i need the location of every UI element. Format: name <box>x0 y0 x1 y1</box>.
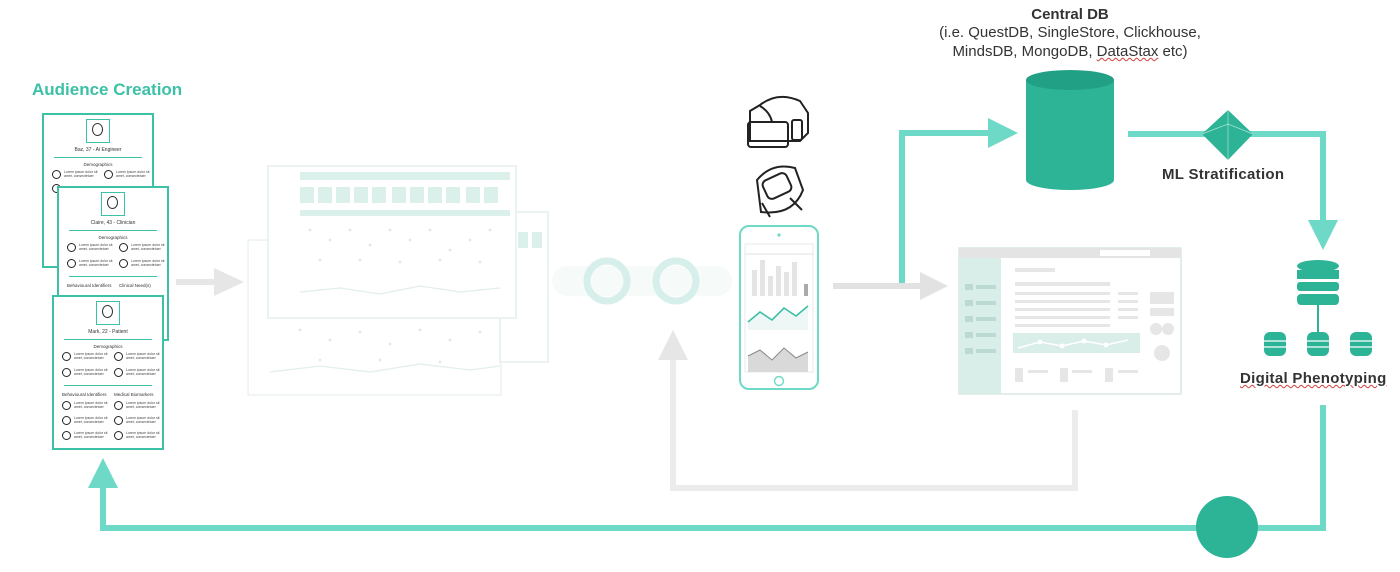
section-medical-biomarkers: Medical Biomarkers <box>114 392 154 397</box>
phenotyping-network-icon <box>1264 260 1372 356</box>
arrow-to-dashboard <box>833 272 948 300</box>
audience-creation-title: Audience Creation <box>32 80 182 100</box>
smartwatch-icon <box>757 167 803 218</box>
persona-name: Mark, 22 - Patient <box>54 329 162 335</box>
vr-headset-icon <box>748 97 808 147</box>
loop-back-to-audience <box>88 405 1323 558</box>
avatar-icon <box>96 301 120 325</box>
section-demographics: Demographics <box>54 344 162 349</box>
ring-connector-ghost <box>552 261 732 301</box>
dashboard-mockup <box>959 248 1181 394</box>
central-db-label: Central DB (i.e. QuestDB, SingleStore, C… <box>905 6 1235 61</box>
digital-phenotyping-label: Digital Phenotyping <box>1240 370 1387 387</box>
persona-card-patient: Mark, 22 - Patient Demographics Lorem ip… <box>52 295 164 450</box>
smartphone-icon <box>740 226 818 389</box>
loop-node <box>1196 496 1258 558</box>
ml-stratification-label: ML Stratification <box>1162 166 1284 183</box>
dashboard-panels-ghost <box>248 166 548 395</box>
central-db-examples-line2: MindsDB, MongoDB, DataStax etc) <box>905 42 1235 61</box>
section-demographics: Demographics <box>59 235 167 240</box>
avatar-icon <box>101 192 125 216</box>
section-behavioural: Behavioural Identifiers <box>67 283 112 288</box>
section-demographics: Demographics <box>44 162 152 167</box>
section-behavioural: Behavioural Identifiers <box>62 392 107 397</box>
ml-diamond-icon <box>1202 110 1253 160</box>
section-clinical-needs: Clinical Need(s) <box>119 283 151 288</box>
database-icon <box>1026 70 1114 190</box>
arrow-to-dashboards <box>176 268 244 296</box>
persona-name: Claire, 43 - Clinician <box>59 220 167 226</box>
central-db-title: Central DB <box>905 6 1235 23</box>
avatar-icon <box>86 119 110 143</box>
persona-name: Baz, 37 - Ai Engineer <box>44 147 152 153</box>
central-db-examples-line1: (i.e. QuestDB, SingleStore, Clickhouse, <box>905 23 1235 42</box>
